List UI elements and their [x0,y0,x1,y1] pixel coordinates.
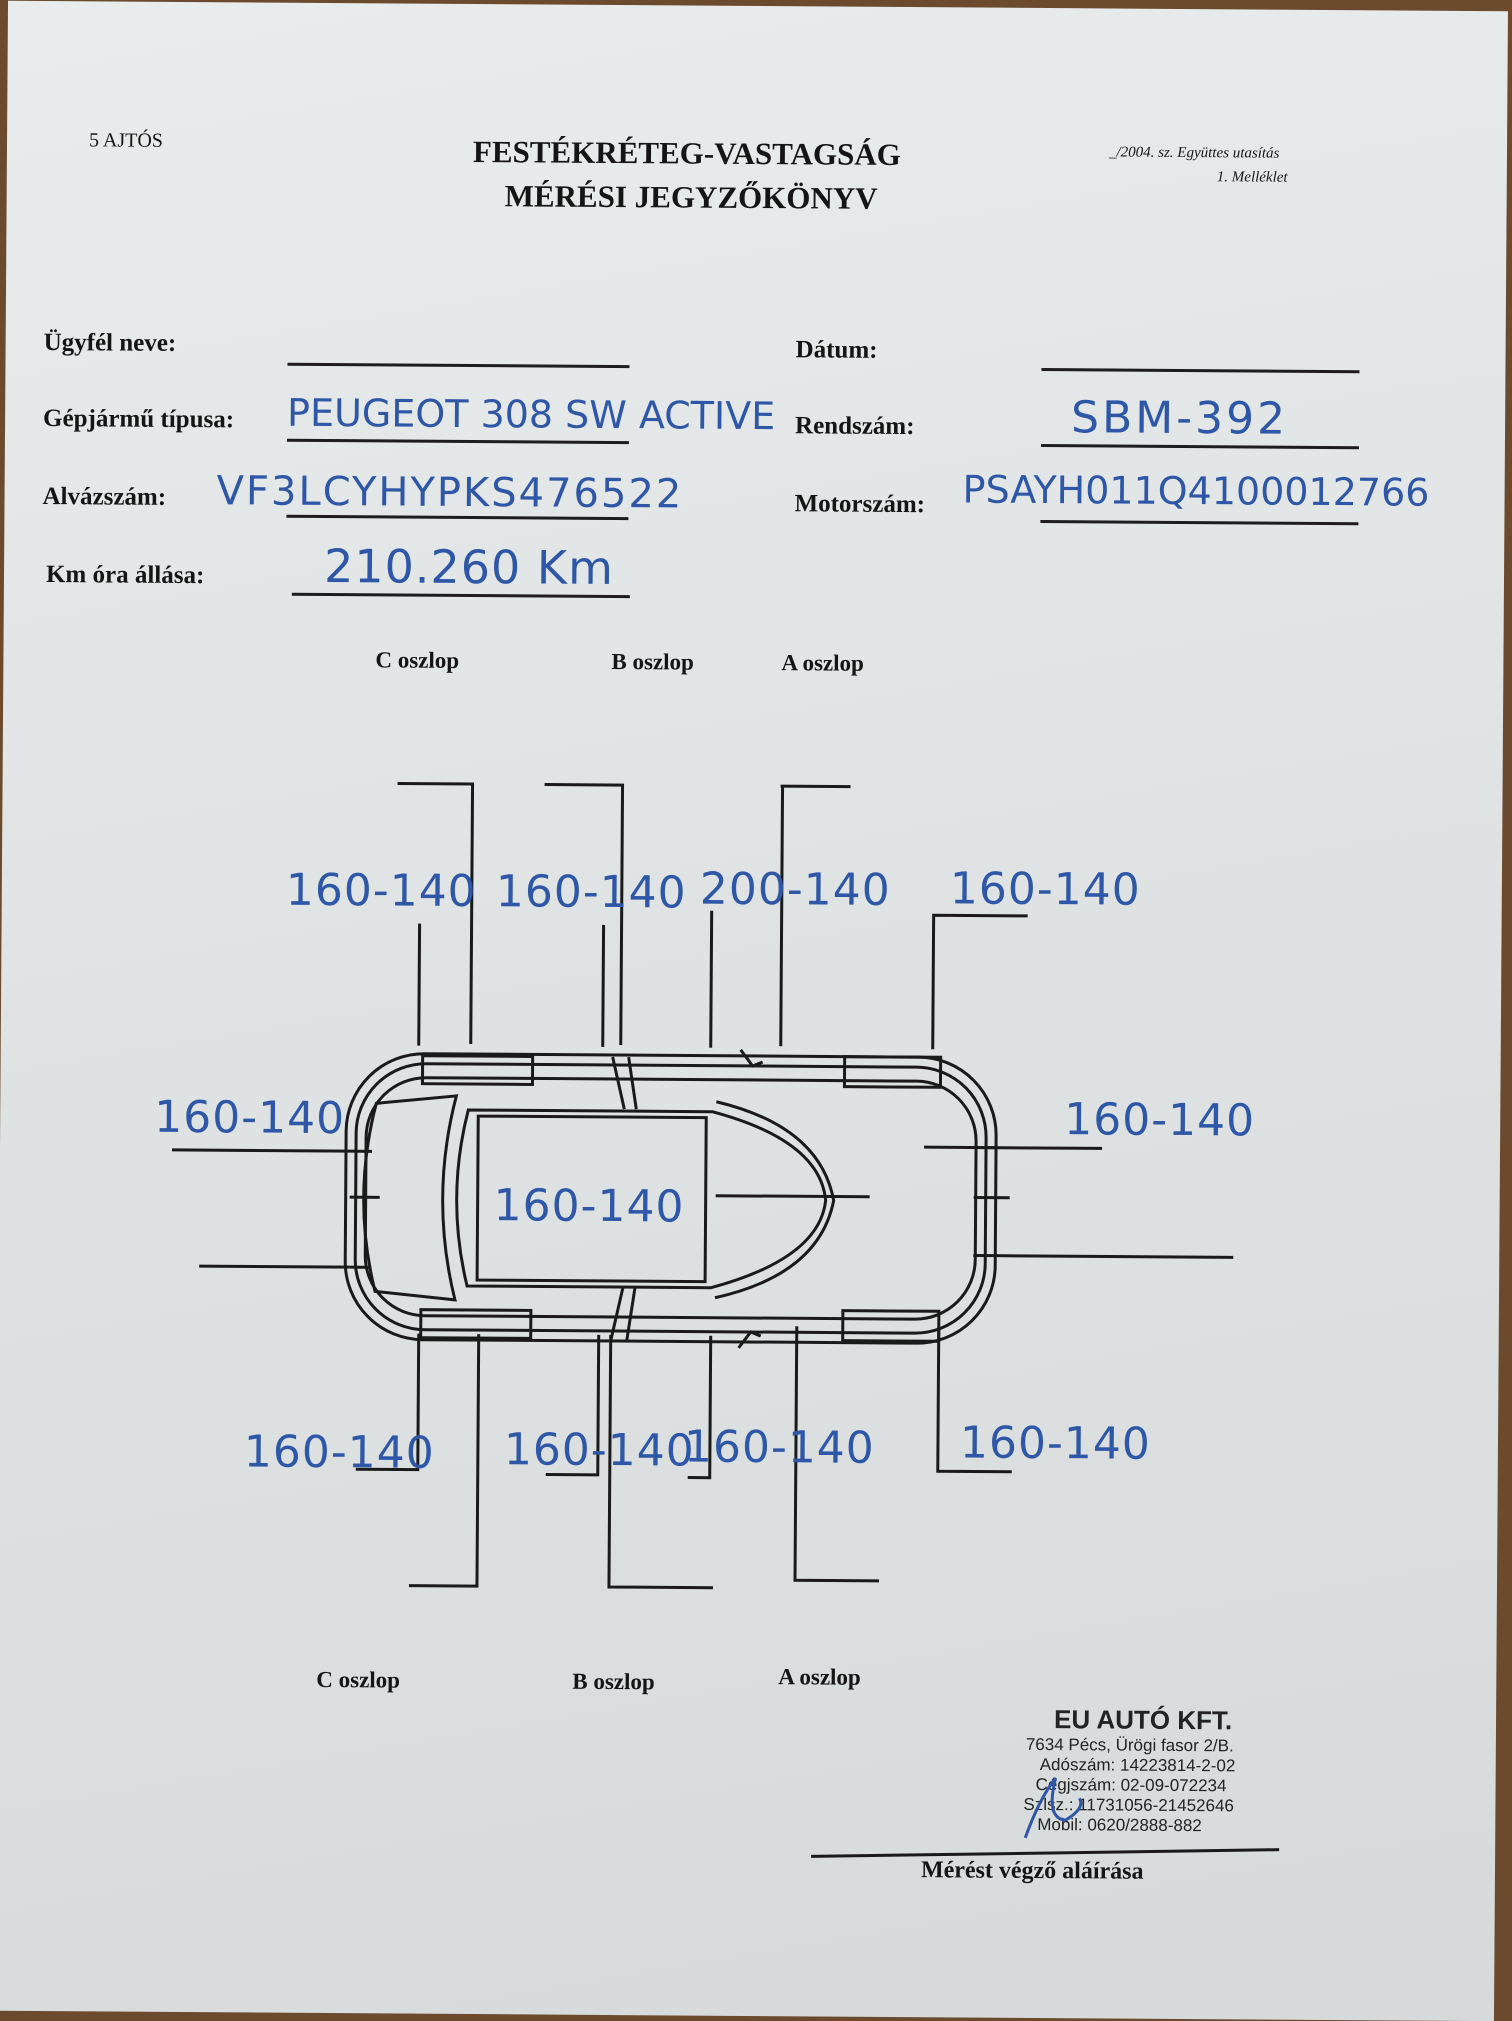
signature-label: Mérést végző aláírása [921,1857,1144,1886]
